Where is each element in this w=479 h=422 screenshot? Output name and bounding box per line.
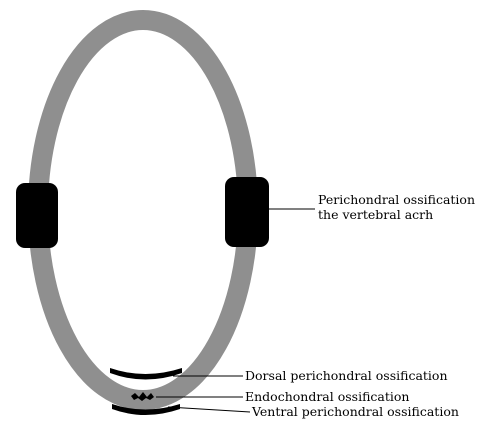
label-perichondral-arch-line1: Perichondral ossification of <box>318 192 479 207</box>
ventral-leader-line <box>167 406 251 413</box>
vertebral-ring <box>28 10 258 410</box>
endochondral-ossification-mark <box>131 392 154 401</box>
label-ventral-perichondral-ossification: Ventral perichondral ossification <box>251 404 459 419</box>
ventral-ossification-mark <box>112 404 180 415</box>
left-arch-ossification <box>16 183 58 248</box>
label-endochondral-ossification: Endochondral ossification <box>245 389 409 404</box>
label-perichondral-arch-line2: the vertebral acrh <box>318 207 433 222</box>
right-arch-ossification <box>225 177 269 247</box>
label-dorsal-perichondral-ossification: Dorsal perichondral ossification <box>245 368 448 383</box>
dorsal-ossification-mark <box>110 368 182 380</box>
